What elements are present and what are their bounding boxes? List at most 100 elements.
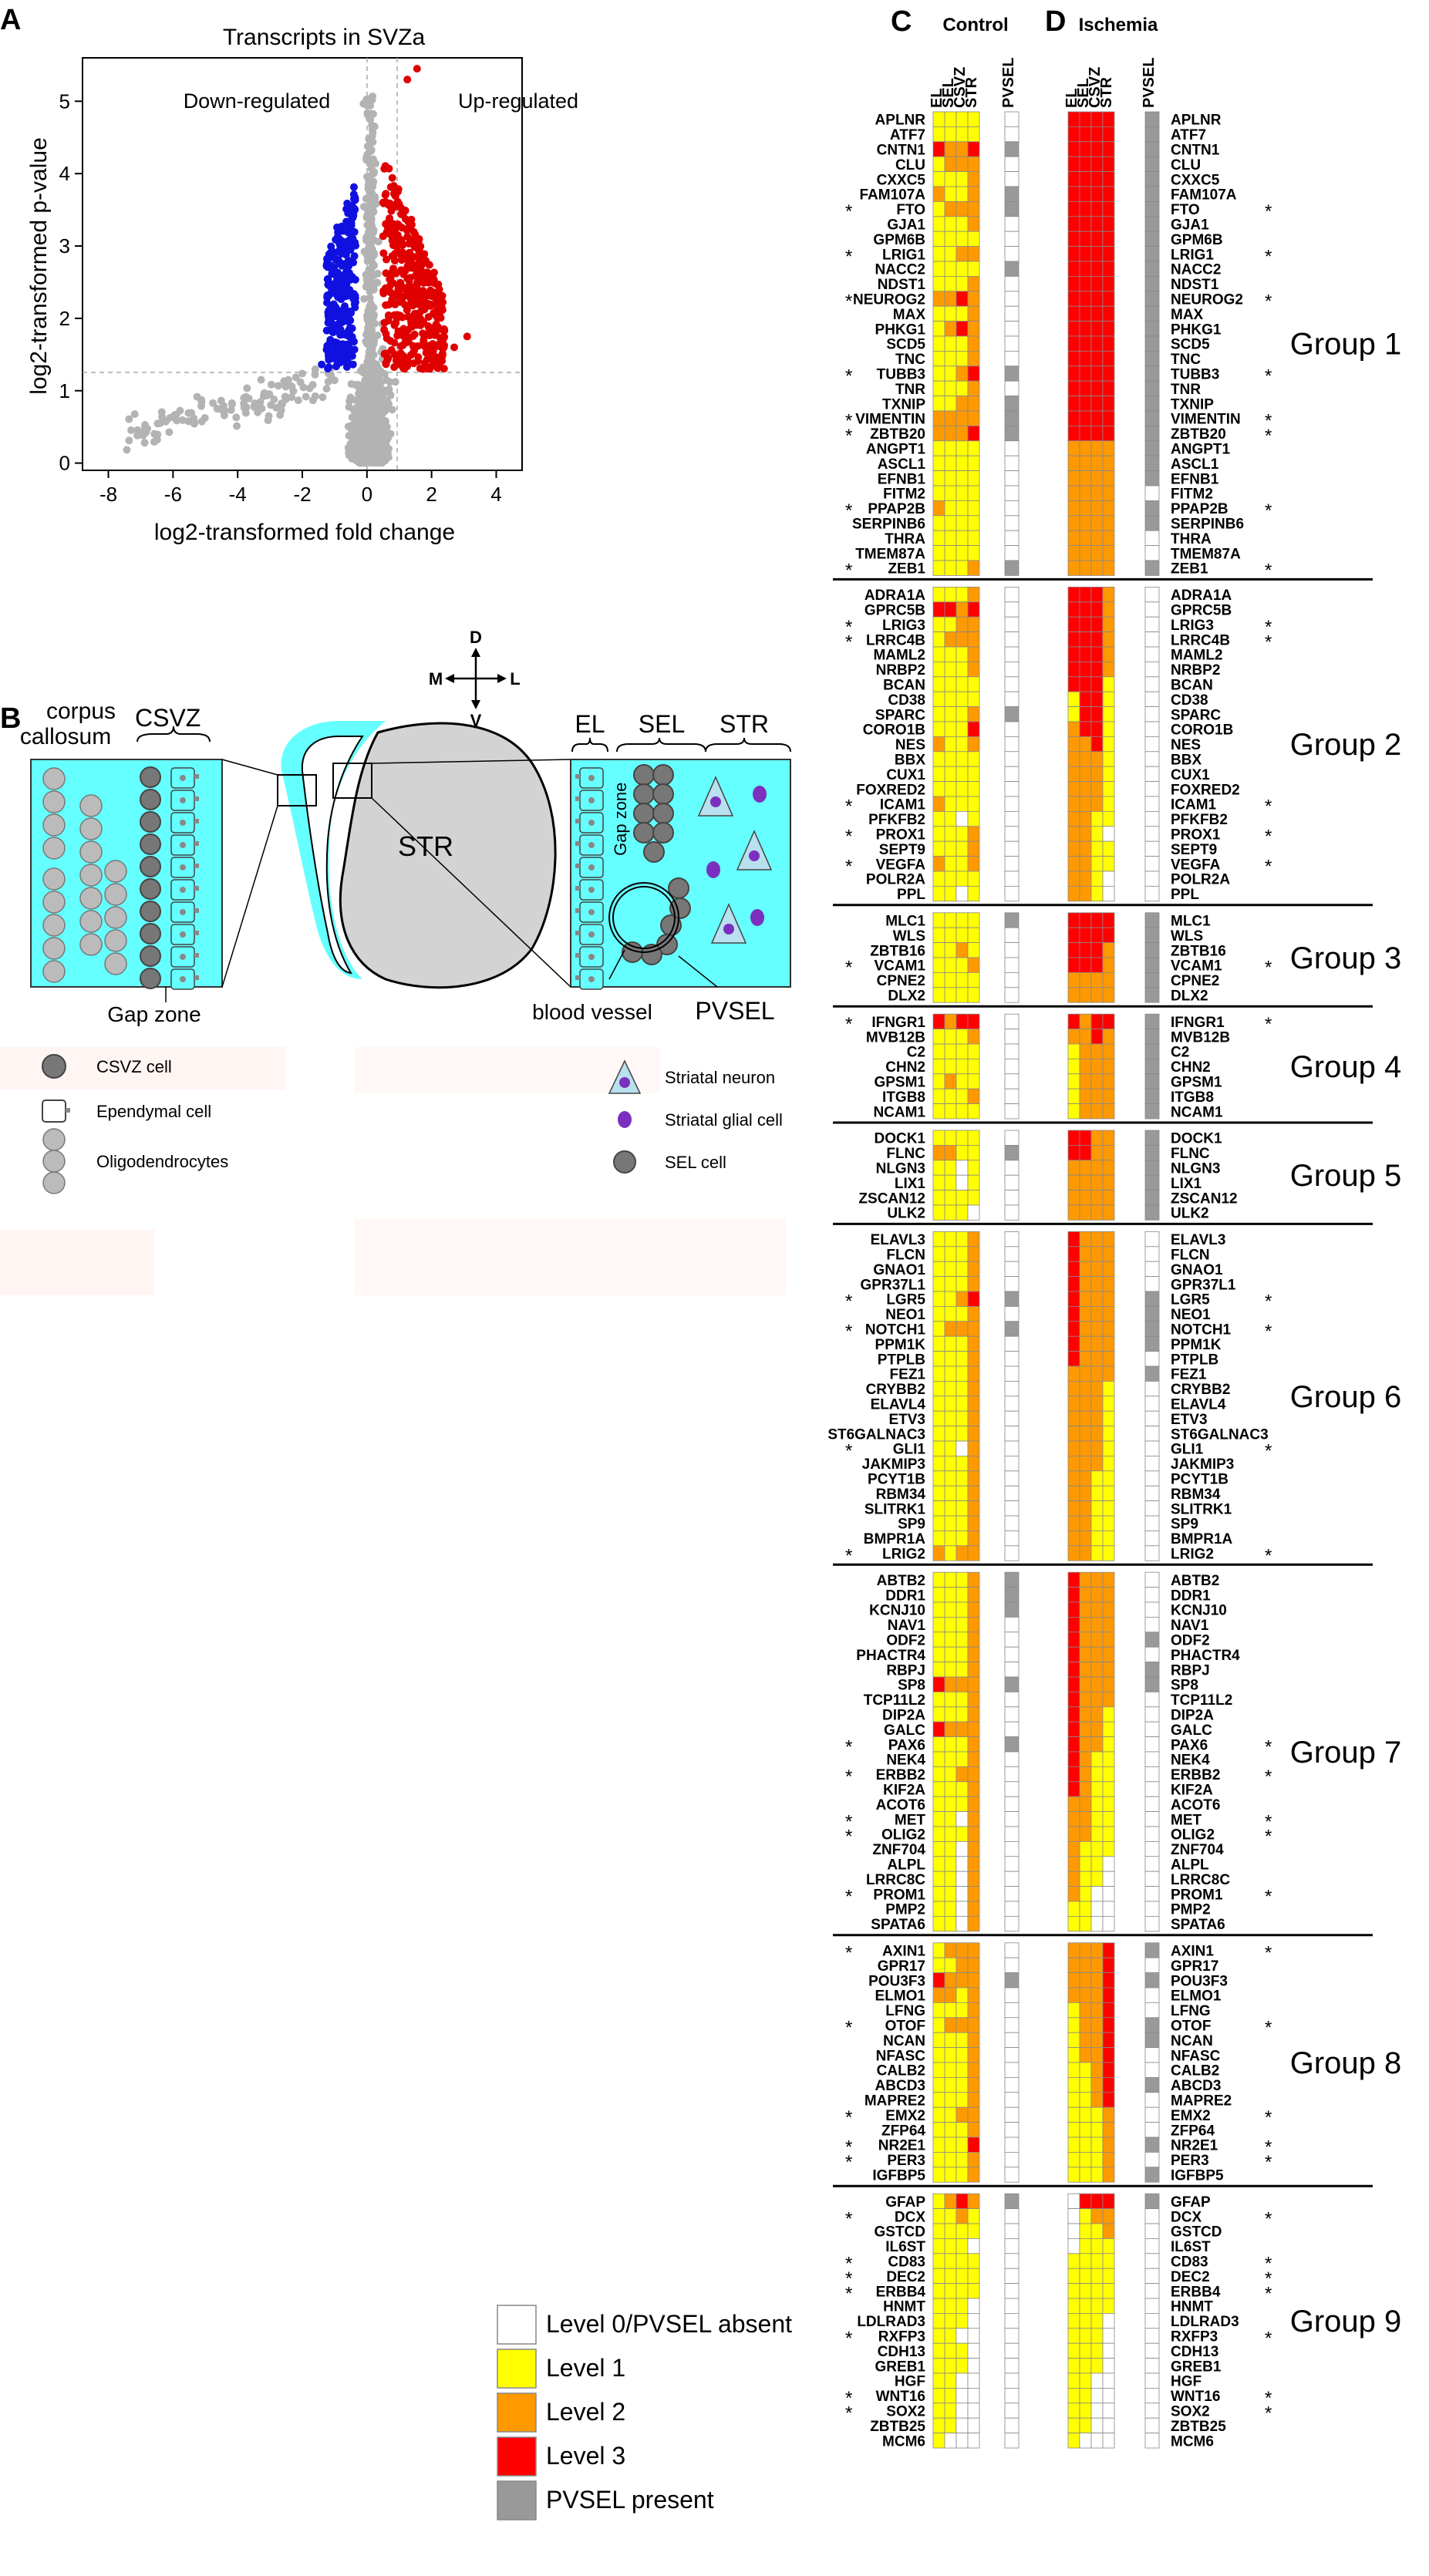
ischemia-cell	[1090, 2032, 1104, 2048]
control-cell	[932, 1691, 945, 1708]
ischemia-gene-label: GREB1	[1171, 2359, 1222, 2375]
control-gene-label: ATF7	[890, 127, 925, 143]
control-star: *	[845, 631, 852, 652]
ischemia-cell	[1090, 455, 1104, 472]
volcano-point	[233, 422, 241, 430]
ischemia-cell	[1102, 1190, 1115, 1206]
ischemia-cell	[1102, 1485, 1115, 1501]
control-gene-label: CD38	[888, 692, 925, 709]
ischemia-cell	[1102, 751, 1115, 767]
ischemia-cell	[1079, 601, 1092, 618]
control-cell	[932, 1530, 945, 1547]
ischemia-cell	[1067, 840, 1080, 857]
ischemia-cell	[1090, 2223, 1104, 2239]
ischemia-cell	[1067, 2312, 1080, 2329]
control-cell	[944, 2238, 957, 2254]
ischemia-cell	[1079, 1335, 1092, 1352]
control-cell	[955, 426, 969, 442]
ischemia-pvsel-cell	[1144, 156, 1160, 172]
control-cell	[944, 870, 957, 887]
inset-ependymal-cilia	[575, 886, 580, 891]
inset-ependymal-cilia	[575, 908, 580, 913]
control-cell	[955, 856, 969, 872]
ischemia-cell	[1067, 1766, 1080, 1783]
ischemia-pvsel-cell	[1144, 1987, 1160, 2003]
ischemia-gene-label: TCP11L2	[1171, 1692, 1232, 1709]
up-regulated-label: Up-regulated	[458, 89, 578, 113]
ischemia-gene-label: SPATA6	[1171, 1917, 1225, 1933]
ischemia-cell	[1079, 2032, 1092, 2048]
control-cell	[955, 1972, 969, 1988]
control-gene-label: LGR5	[886, 1292, 925, 1308]
ischemia-cell	[1067, 1721, 1080, 1737]
ischemia-cell	[1067, 515, 1080, 531]
ischemia-cell	[1102, 1204, 1115, 1221]
ischemia-cell	[1102, 1721, 1115, 1737]
control-cell	[932, 485, 945, 501]
striatal-glial-cell	[706, 861, 720, 878]
ischemia-star: *	[1265, 1546, 1272, 1567]
ischemia-cell	[1067, 2208, 1080, 2224]
ischemia-pvsel-cell	[1144, 706, 1160, 722]
ischemia-cell	[1090, 1871, 1104, 1887]
ischemia-gene-label: ZBTB16	[1171, 943, 1226, 959]
volcano-point	[254, 408, 262, 416]
control-pvsel-cell	[1004, 1440, 1020, 1456]
volcano-point	[241, 392, 250, 401]
control-cell	[955, 1601, 969, 1618]
ischemia-gene-label: NFASC	[1171, 2048, 1221, 2064]
control-cell	[967, 2312, 980, 2329]
control-gene-label: IGFBP5	[872, 2168, 925, 2184]
control-gene-label: GALC	[884, 1722, 925, 1739]
control-cell	[944, 1043, 957, 1059]
ischemia-pvsel-cell	[1144, 485, 1160, 501]
ischemia-cell	[1079, 856, 1092, 872]
ischemia-cell	[1067, 305, 1080, 322]
control-gene-label: DEC2	[886, 2269, 925, 2285]
control-gene-label: CRYBB2	[866, 1382, 925, 1398]
control-cell	[955, 560, 969, 576]
ischemia-cell	[1067, 1174, 1080, 1190]
ischemia-star: *	[1265, 1014, 1272, 1035]
control-gene-label: AXIN1	[882, 1944, 925, 1960]
ischemia-cell	[1079, 2358, 1092, 2374]
ischemia-cell	[1079, 2417, 1092, 2433]
volcano-point-up	[436, 314, 445, 322]
control-cell	[967, 261, 980, 277]
ischemia-cell	[1090, 216, 1104, 232]
ischemia-pvsel-cell	[1144, 2106, 1160, 2123]
control-pvsel-cell	[1004, 1796, 1020, 1812]
control-cell	[955, 601, 969, 618]
ischemia-cell	[1090, 365, 1104, 382]
control-cell	[955, 1736, 969, 1753]
ischemia-cell	[1102, 321, 1115, 337]
ischemia-cell	[1090, 2342, 1104, 2359]
ischemia-cell	[1067, 275, 1080, 292]
control-pvsel-cell	[1004, 1485, 1020, 1501]
compass-m: M	[429, 669, 443, 689]
volcano-point-up	[403, 301, 412, 310]
ischemia-gene-label: NLGN3	[1171, 1161, 1220, 1177]
ischemia-gene-label: ELAVL3	[1171, 1232, 1225, 1248]
ischemia-cell	[1090, 350, 1104, 367]
ischemia-cell	[1090, 1676, 1104, 1692]
ischemia-cell	[1102, 1029, 1115, 1045]
ischemia-cell	[1079, 1856, 1092, 1872]
control-cell	[955, 200, 969, 217]
ischemia-cell	[1079, 1901, 1092, 1917]
control-cell	[932, 1706, 945, 1722]
volcano-point	[359, 202, 368, 210]
ischemia-cell	[1079, 380, 1092, 397]
volcano-point-up	[393, 238, 401, 247]
control-cell	[932, 2372, 945, 2389]
control-cell	[955, 1396, 969, 1412]
ependymal-cilia	[194, 796, 199, 801]
legend-label: Level 3	[546, 2442, 625, 2470]
ischemia-gene-label: TMEM87A	[1171, 546, 1241, 562]
ischemia-pvsel-cell	[1144, 2092, 1160, 2108]
ischemia-cell	[1090, 305, 1104, 322]
ischemia-pvsel-cell	[1144, 2328, 1160, 2344]
volcano-point-down	[329, 267, 337, 275]
ischemia-cell	[1079, 2298, 1092, 2314]
control-cell	[944, 1130, 957, 1146]
